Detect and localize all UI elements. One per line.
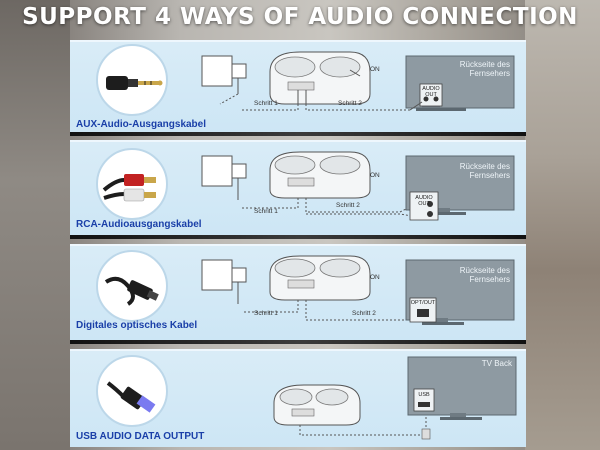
background-right bbox=[525, 0, 600, 450]
optical-port-label: OPT/OUT bbox=[410, 300, 436, 306]
audio-out-port-label: AUDIO OUT bbox=[422, 86, 440, 99]
on-label: ON bbox=[370, 66, 380, 73]
step1-label: Schritt 1 bbox=[254, 100, 278, 107]
panel-optical: Digitales optisches Kabel Schritt 1 Schr… bbox=[70, 244, 526, 344]
optical-plug-icon bbox=[104, 276, 159, 306]
cable-label: Digitales optisches Kabel bbox=[76, 320, 198, 331]
step2-label: Schritt 2 bbox=[338, 100, 362, 107]
step2-label: Schritt 2 bbox=[352, 310, 376, 317]
rca-cable-image bbox=[96, 148, 168, 220]
rca-connection-diagram bbox=[201, 151, 515, 221]
cable-label: USB AUDIO DATA OUTPUT bbox=[76, 431, 205, 442]
tv-back-label: Rückseite des Fernsehers bbox=[459, 266, 510, 285]
step1-label: Schritt 1 bbox=[254, 208, 278, 215]
usb-cable-image bbox=[96, 355, 168, 427]
background-left bbox=[0, 0, 70, 450]
panel-usb: USB AUDIO DATA OUTPUT TV Back USB bbox=[70, 349, 526, 447]
panel-divider bbox=[70, 132, 526, 136]
usb-connection-diagram bbox=[273, 356, 517, 440]
tv-back-label: Rückseite des Fernsehers bbox=[459, 162, 510, 181]
panel-rca: RCA-Audioausgangskabel Schritt 1 Schritt… bbox=[70, 140, 526, 239]
rca-plug-icon bbox=[102, 174, 156, 202]
step2-label: Schritt 2 bbox=[336, 202, 360, 209]
aux-plug-icon bbox=[106, 76, 163, 90]
panel-aux: AUX-Audio-Ausgangskabel Schritt 1 Schrit… bbox=[70, 40, 526, 136]
aux-connection-diagram bbox=[201, 51, 515, 111]
panel-divider bbox=[70, 340, 526, 344]
tv-back-label: Rückseite des Fernsehers bbox=[459, 60, 510, 79]
tv-back-label: TV Back bbox=[481, 359, 512, 368]
step1-label: Schritt 1 bbox=[254, 310, 278, 317]
on-label: ON bbox=[370, 274, 380, 281]
optical-connection-diagram bbox=[201, 255, 515, 325]
audio-out-port-label: AUDIO OUT bbox=[415, 195, 433, 208]
headline: SUPPORT 4 WAYS OF AUDIO CONNECTION bbox=[22, 4, 578, 30]
cable-label: AUX-Audio-Ausgangskabel bbox=[76, 119, 207, 130]
aux-cable-image bbox=[96, 44, 168, 116]
panel-divider bbox=[70, 235, 526, 239]
cable-label: RCA-Audioausgangskabel bbox=[76, 219, 202, 230]
on-label: ON bbox=[370, 172, 380, 179]
usb-plug-icon bbox=[106, 381, 156, 413]
optical-cable-image bbox=[96, 250, 168, 322]
usb-port-label: USB bbox=[418, 392, 430, 398]
